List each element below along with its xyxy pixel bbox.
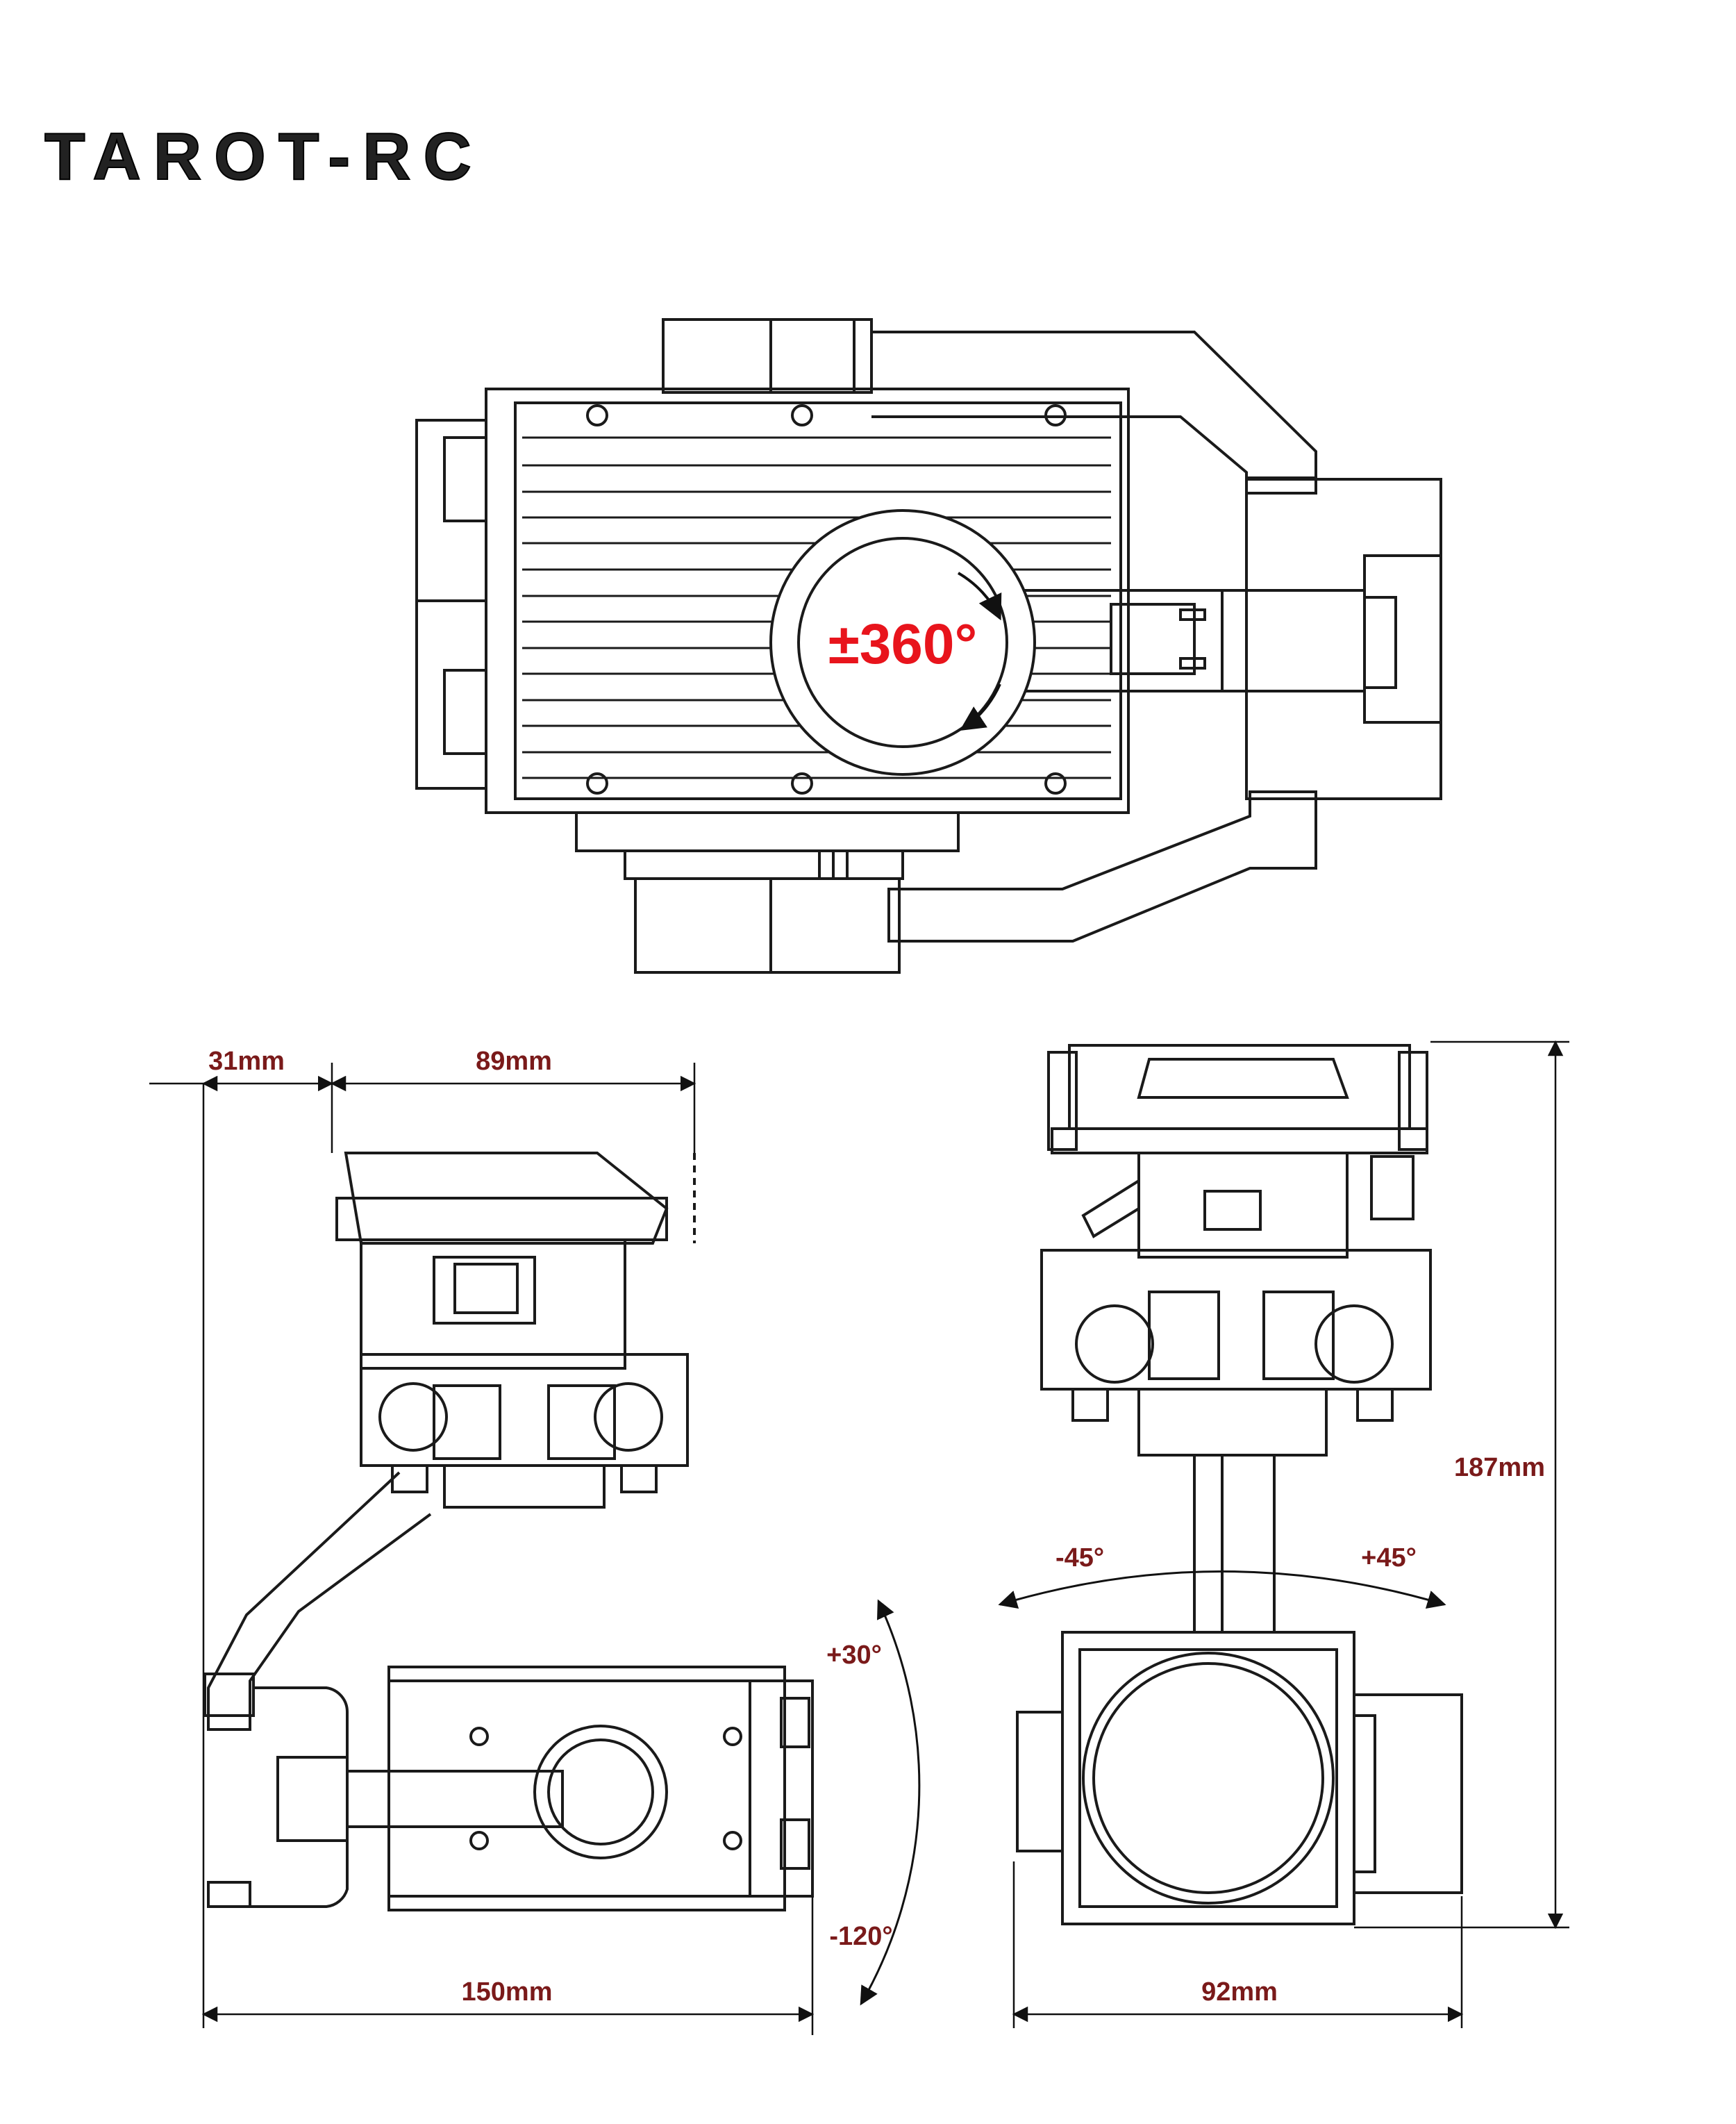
roll-right-label: +45° — [1361, 1543, 1417, 1573]
dim-offset-label: 31mm — [208, 1047, 285, 1076]
front-view-drawing — [1016, 1044, 1463, 1925]
brand-logo: TAROT-RC — [44, 119, 484, 194]
side-view-drawing — [203, 1152, 814, 1911]
dim-total-label: 150mm — [462, 1977, 553, 2007]
top-view-drawing — [415, 318, 1442, 974]
brand-logo-text: TAROT-RC — [44, 119, 484, 194]
rotation-label: ±360° — [828, 613, 978, 676]
tilt-up-label: +30° — [826, 1641, 882, 1670]
side-view-dimensions — [149, 1063, 921, 2035]
dim-front-width-label: 92mm — [1201, 1977, 1278, 2007]
dim-height-label: 187mm — [1454, 1453, 1545, 1482]
tilt-down-label: -120° — [829, 1922, 892, 1951]
front-view-dimensions — [998, 1040, 1569, 2028]
dim-width-label: 89mm — [476, 1047, 552, 1076]
roll-left-label: -45° — [1055, 1543, 1104, 1573]
